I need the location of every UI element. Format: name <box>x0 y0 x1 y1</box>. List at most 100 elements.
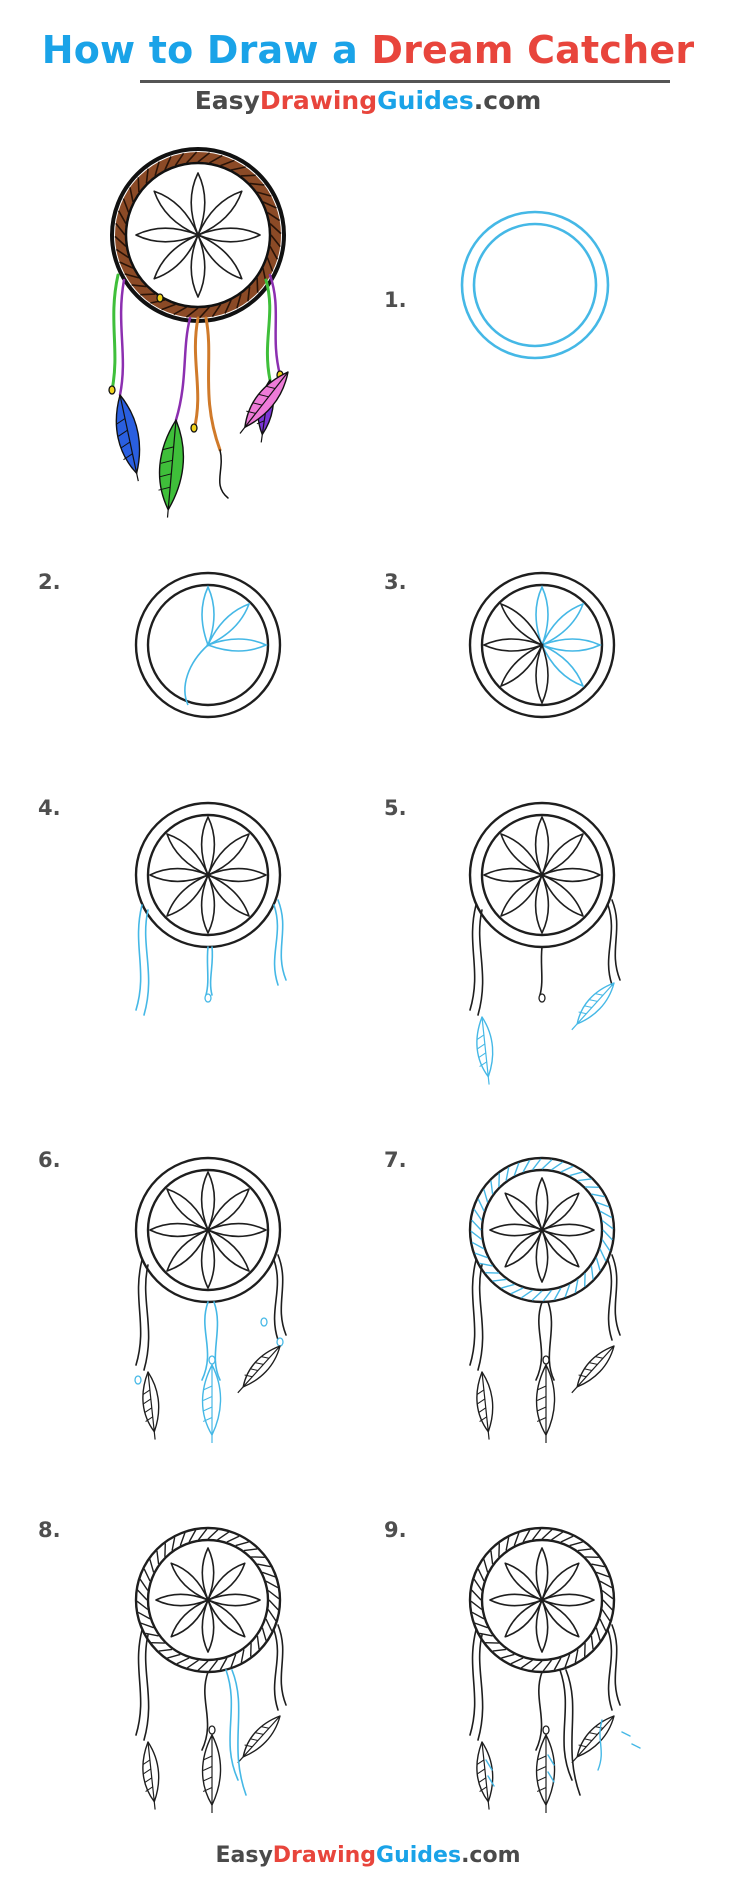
feather-barb <box>478 1052 487 1059</box>
hanging-string <box>535 1671 543 1751</box>
web-petal <box>207 1229 250 1272</box>
hoop-rope-mark <box>131 284 147 288</box>
hoop-rope-mark <box>256 191 272 197</box>
hoop-rope-mark <box>240 174 256 177</box>
feather-barb <box>589 1362 598 1365</box>
feather-barb <box>476 1759 485 1766</box>
feather-barb <box>202 1385 213 1391</box>
string-new <box>209 946 214 996</box>
web-petal <box>190 172 206 236</box>
hanging-string <box>607 1259 613 1341</box>
hoop-wrap-mark <box>226 1535 240 1543</box>
hoop-wrap-mark <box>197 1528 208 1541</box>
feather-barb <box>595 993 604 996</box>
hoop-wrap-mark-new <box>551 1161 564 1171</box>
hanging-string <box>469 1629 477 1736</box>
bead <box>260 1317 268 1327</box>
hoop-wrap-mark-new <box>513 1162 520 1176</box>
web-petal <box>166 874 209 917</box>
hoop-wrap-mark <box>501 1653 515 1659</box>
hoop-wrap-mark-new <box>510 1287 524 1295</box>
hoop-inner-circle <box>146 813 270 937</box>
hoop-rope-mark <box>270 234 281 248</box>
web-petal-new <box>206 602 251 647</box>
hoop-rope-mark <box>185 307 199 318</box>
web-petal <box>534 874 550 934</box>
hoop-wrap-mark <box>477 1568 485 1582</box>
brand-guides: Guides <box>377 86 474 115</box>
hoop-wrap-mark-new <box>577 1178 592 1182</box>
step-9-drawing <box>468 1526 641 1813</box>
feather-barb <box>583 1005 593 1008</box>
web-petal <box>190 234 206 298</box>
string-new <box>225 1669 239 1781</box>
hanging-string <box>273 1259 279 1341</box>
web-petal-new <box>535 585 549 648</box>
web-petal <box>166 1188 209 1231</box>
feather-barb <box>244 1374 253 1378</box>
feather-barb <box>261 1726 270 1729</box>
hoop-inner-circle <box>146 1168 270 1292</box>
step-5-drawing <box>468 801 621 1085</box>
web-petal <box>483 867 543 883</box>
web-petal <box>166 1229 209 1272</box>
string-new <box>143 909 150 1016</box>
hoop-wrap-mark <box>470 1600 483 1611</box>
hoop-wrap-mark-new <box>564 1284 571 1298</box>
bead <box>108 385 116 395</box>
hoop-wrap-mark <box>265 1580 279 1589</box>
hoop-rope-mark <box>117 210 127 224</box>
web-curve-new <box>184 644 209 706</box>
feather-quill <box>571 1345 615 1394</box>
hoop-rope-mark <box>173 306 187 316</box>
final-dream-catcher-illustration <box>108 147 289 518</box>
hoop-rope-mark <box>198 306 210 319</box>
hoop-outer-circle <box>468 571 616 719</box>
hoop-wrap-mark <box>601 1609 611 1622</box>
feather-barb <box>536 1385 547 1391</box>
web-petal <box>200 816 216 876</box>
hoop-rope-mark <box>122 198 130 213</box>
feather-barb <box>536 1755 547 1761</box>
feather-barb <box>595 1356 604 1359</box>
feather-quill <box>481 1741 490 1810</box>
hoop-wrap-mark <box>505 1537 510 1551</box>
hoop-wrap-mark <box>167 1653 181 1659</box>
feather-quill <box>239 371 289 434</box>
feather-barb <box>476 1389 485 1396</box>
step-7-drawing <box>468 1156 621 1443</box>
purple-string-left <box>118 278 126 397</box>
web-petal <box>541 1229 580 1268</box>
feather-barb <box>159 473 172 478</box>
hoop-wrap-mark <box>531 1660 543 1671</box>
web-petal <box>535 1547 549 1601</box>
hoop-inner-outline <box>124 161 272 309</box>
hoop-wrap-mark <box>143 1568 151 1582</box>
hanging-string <box>135 1259 143 1366</box>
hoop-wrap-mark <box>179 1532 186 1546</box>
hoop-wrap-mark-new <box>599 1248 607 1262</box>
hoop-rope-mark <box>154 161 160 177</box>
web-petal <box>207 1188 250 1231</box>
web-petal <box>541 1562 580 1601</box>
string-new <box>273 904 279 986</box>
feather-quill <box>147 1371 156 1440</box>
step-9-label: 9. <box>384 1518 407 1542</box>
web-petal <box>166 833 209 876</box>
hoop-wrap-mark <box>601 1589 614 1600</box>
hoop-wrap-mark-new <box>599 1210 613 1219</box>
hoop-rope-mark <box>266 257 274 272</box>
web-petal <box>535 642 549 705</box>
hoop-rope-mark <box>247 286 251 302</box>
hoop-wrap-mark <box>569 1541 583 1547</box>
web-petal <box>207 833 250 876</box>
hoop-wrap-mark <box>551 1531 564 1541</box>
inner-circle-new <box>472 222 598 348</box>
web-petal <box>541 874 584 917</box>
hoop-wrap-mark <box>156 1550 160 1565</box>
feather-barb <box>578 1374 587 1378</box>
feather-barb <box>256 420 265 425</box>
web-petal <box>504 1562 543 1601</box>
hoop-wrap-mark <box>595 1627 601 1641</box>
hoop-rope-mark <box>197 152 211 163</box>
